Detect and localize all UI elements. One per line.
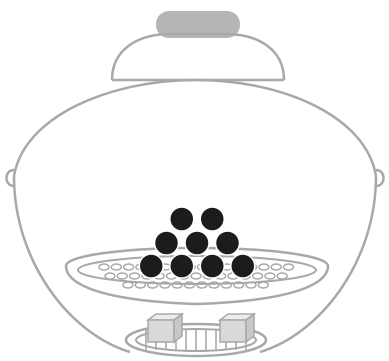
- grate-hole: [282, 263, 295, 271]
- charcoal-briquette: [153, 230, 180, 256]
- grate-hole: [128, 272, 141, 280]
- grate-hole: [146, 281, 159, 289]
- grate-hole: [257, 281, 269, 289]
- grill-lid: [12, 78, 378, 177]
- grate-hole: [122, 263, 135, 271]
- grate-hole: [116, 272, 129, 280]
- right-hook-icon: [375, 168, 385, 188]
- grate-hole: [190, 272, 202, 280]
- charcoal-briquette: [169, 206, 195, 232]
- grate-hole: [258, 263, 270, 271]
- grate-hole: [159, 281, 171, 289]
- grate-hole: [183, 281, 196, 289]
- grate-hole: [122, 281, 134, 289]
- grate-hole: [232, 281, 245, 289]
- grate-hole: [276, 272, 288, 280]
- grill-bowl: [12, 175, 378, 354]
- charcoal-briquette: [169, 253, 195, 279]
- lid-handle-icon: [156, 11, 240, 38]
- grate-hole: [251, 272, 264, 280]
- charcoal-briquette: [138, 253, 164, 279]
- grate-hole: [270, 263, 282, 271]
- grate-hole: [134, 281, 147, 289]
- grate-hole: [245, 281, 257, 289]
- grate-hole: [208, 281, 220, 289]
- grate-hole: [264, 272, 276, 280]
- grate-hole: [98, 263, 110, 271]
- starter-cube-icon: [217, 312, 257, 344]
- starter-cubes: [145, 312, 257, 344]
- charcoal-briquette: [230, 253, 256, 279]
- left-hook-icon: [5, 168, 15, 188]
- grate-hole: [110, 263, 123, 271]
- charcoal-grate: [64, 246, 330, 306]
- handle-bracket: [110, 32, 286, 81]
- charcoal-briquettes: [138, 206, 256, 279]
- grate-hole: [220, 281, 233, 289]
- charcoal-briquette: [214, 230, 241, 256]
- starter-cube-icon: [145, 312, 185, 344]
- grate-hole: [196, 281, 208, 289]
- charcoal-briquette: [199, 206, 225, 232]
- grate-hole: [104, 272, 116, 280]
- charcoal-briquette: [199, 253, 225, 279]
- charcoal-briquette: [184, 230, 210, 256]
- grate-hole: [171, 281, 183, 289]
